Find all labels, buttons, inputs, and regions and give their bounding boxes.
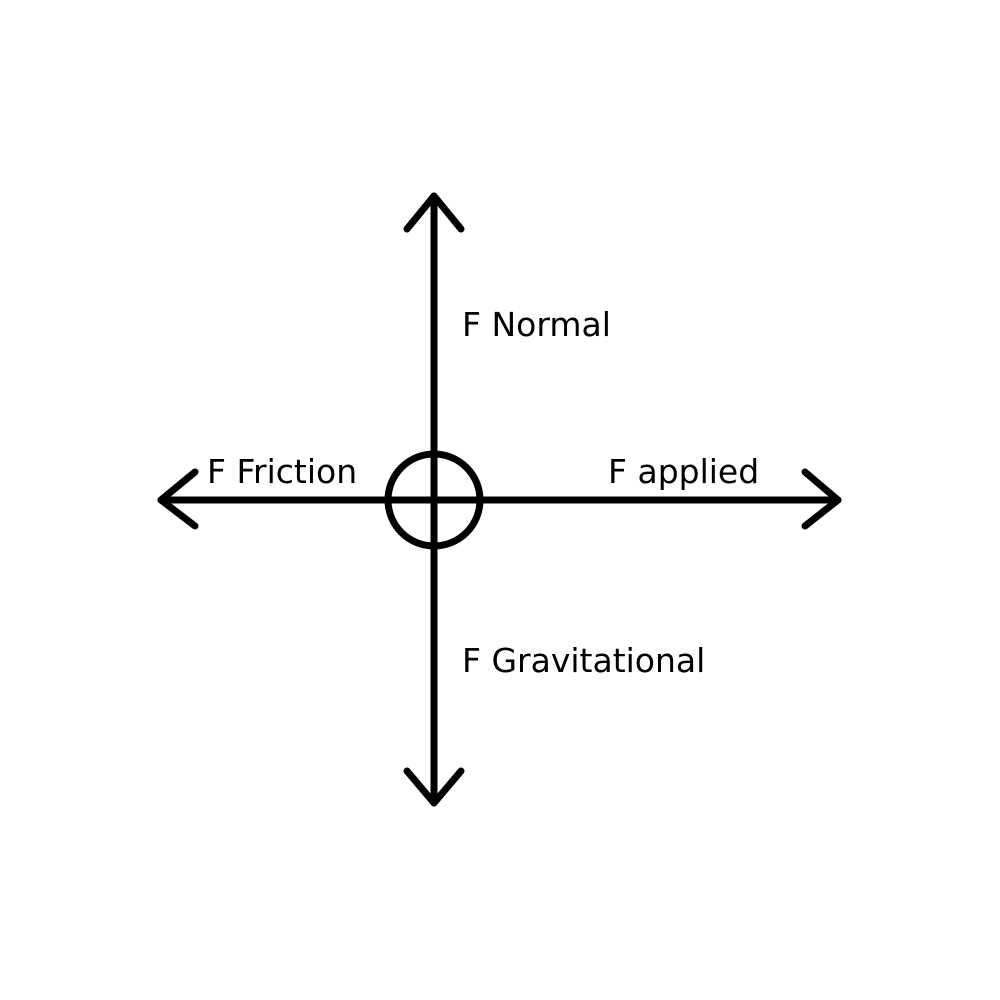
applied-force-label: F applied xyxy=(608,452,760,491)
normal-force-arrowhead xyxy=(403,192,465,233)
friction-force-arrowhead xyxy=(157,468,199,530)
gravitational-force-label: F Gravitational xyxy=(462,641,706,680)
gravitational-force-arrowhead xyxy=(403,767,465,807)
object-circle xyxy=(384,450,484,550)
friction-force-label: F Friction xyxy=(207,452,358,491)
applied-force-arrowhead xyxy=(801,468,842,530)
normal-force-label: F Normal xyxy=(462,305,611,344)
